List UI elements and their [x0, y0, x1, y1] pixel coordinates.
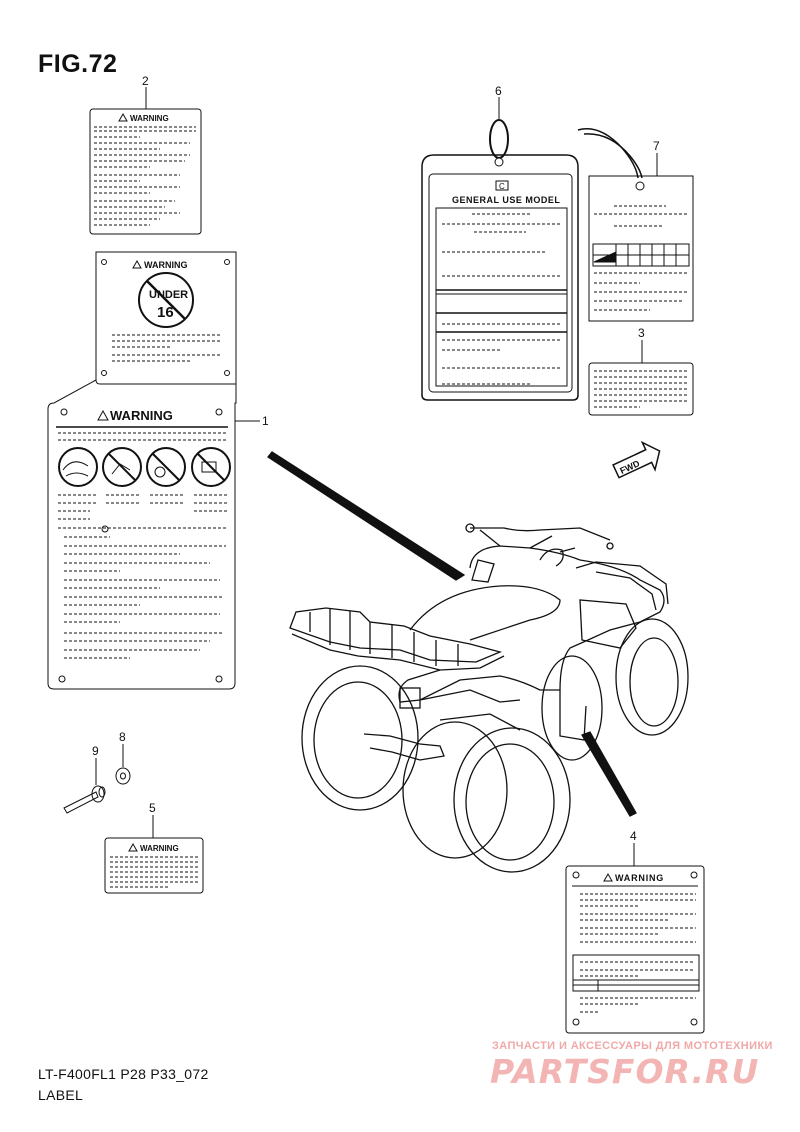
callout-3: 3: [638, 326, 645, 340]
label-1[interactable]: WARNING UNDER 16 WARNING: [47, 251, 269, 690]
part-9-rivet[interactable]: 9: [63, 744, 106, 814]
watermark-logo: PARTSFOR.RU: [490, 1052, 760, 1091]
warning-text: WARNING: [140, 844, 179, 853]
under-16-icon: UNDER 16: [138, 272, 194, 328]
fwd-arrow-icon: FWD: [612, 440, 661, 479]
prohibition-icons: [58, 447, 231, 487]
fine-print: [112, 334, 222, 362]
callout-6: 6: [495, 84, 502, 98]
fine-print: [58, 494, 228, 659]
warning-text: WARNING: [615, 873, 664, 883]
warning-triangle-icon: [118, 112, 128, 122]
figure-name: LABEL: [38, 1087, 84, 1103]
warning-text: WARNING: [110, 408, 173, 423]
tag-logo-box: [495, 180, 509, 191]
fine-print: [594, 205, 688, 311]
fine-print: [594, 370, 688, 408]
label-3[interactable]: 3: [588, 326, 694, 416]
warning-triangle-icon: [603, 872, 613, 882]
atv-illustration: [267, 451, 689, 873]
warning-text: WARNING: [144, 260, 188, 270]
fine-print: [94, 126, 196, 226]
fine-print: [58, 432, 226, 441]
figure-code: LT-F400FL1 P28 P33_072: [38, 1066, 209, 1082]
watermark-tagline: ЗАПЧАСТИ И АКСЕССУАРЫ ДЛЯ МОТОТЕХНИКИ: [492, 1040, 773, 1052]
warning-triangle-icon: [97, 409, 109, 421]
callout-1: 1: [262, 414, 269, 428]
warning-triangle-icon: [128, 842, 138, 852]
pointer-wedge: [267, 451, 466, 581]
callout-8: 8: [119, 730, 126, 744]
label-5[interactable]: WARNING 5: [104, 801, 204, 894]
fine-print: [110, 856, 198, 888]
warning-text: WARNING: [130, 114, 169, 123]
warning-triangle-icon: [132, 259, 142, 269]
label-4[interactable]: WARNING 4: [565, 829, 705, 1034]
hole: [224, 259, 230, 265]
hole: [101, 259, 107, 265]
tag-logo: C: [499, 182, 505, 191]
callout-5: 5: [149, 801, 156, 815]
figure-title: FIG.72: [38, 50, 118, 78]
callout-7: 7: [653, 139, 660, 153]
label-7[interactable]: 7: [577, 128, 694, 322]
label-1-outline: [47, 251, 237, 690]
fine-print: [580, 893, 696, 1013]
callout-9: 9: [92, 744, 99, 758]
general-use-text: GENERAL USE MODEL: [452, 195, 560, 205]
tag-loop: [489, 119, 509, 159]
pointer-wedge: [581, 731, 637, 817]
callout-4: 4: [630, 829, 637, 843]
label-6[interactable]: C GENERAL USE MODEL 6: [421, 84, 579, 401]
label-2[interactable]: WARNING 2: [89, 74, 202, 235]
part-8-washer[interactable]: 8: [115, 730, 131, 785]
callout-2: 2: [142, 74, 149, 88]
fine-print: [442, 213, 562, 385]
under-text: UNDER: [149, 289, 188, 301]
spec-grid: [592, 243, 690, 267]
tag-string: [577, 128, 639, 179]
age-text: 16: [157, 304, 174, 321]
